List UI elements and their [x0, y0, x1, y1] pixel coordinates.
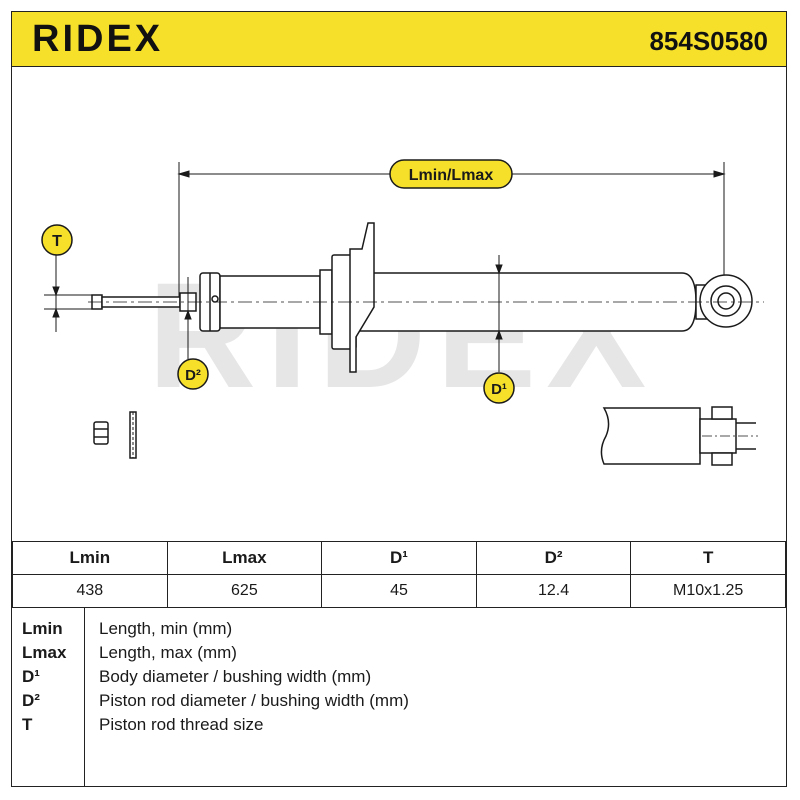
- legend-item: D¹ Body diameter / bushing width (mm): [12, 667, 786, 691]
- header-cell-lmin: Lmin: [12, 541, 168, 575]
- legend-desc: Length, min (mm): [99, 619, 233, 638]
- legend-desc: Piston rod diameter / bushing width (mm): [99, 691, 409, 710]
- rod-diameter-badge: D²: [177, 358, 209, 390]
- legend-key: Lmax: [22, 643, 67, 662]
- nut-icon: [93, 421, 109, 445]
- body-diameter-badge: D¹: [483, 372, 515, 404]
- spec-table: Lmin Lmax D¹ D² T 438 625 45 12.4 M10x1.…: [12, 541, 786, 608]
- brand-logo: RIDEX: [32, 18, 164, 60]
- thread-label: T: [52, 233, 62, 250]
- legend-item: Lmin Length, min (mm): [12, 619, 786, 643]
- detail-view: [600, 406, 758, 466]
- lower-eye-mount: [695, 274, 753, 328]
- value-cell-t: M10x1.25: [630, 574, 786, 608]
- body-diameter-dimension: [495, 255, 503, 372]
- rod-diameter-dimension: [184, 309, 192, 359]
- thread-dimension: [44, 255, 102, 332]
- legend-item: Lmax Length, max (mm): [12, 643, 786, 667]
- header-bar: RIDEX 854S0580: [12, 12, 786, 67]
- spec-table-values: 438 625 45 12.4 M10x1.25: [12, 574, 786, 608]
- legend-desc: Piston rod thread size: [99, 715, 264, 734]
- legend-key: T: [22, 715, 33, 734]
- page-frame: [11, 11, 787, 787]
- legend-desc: Body diameter / bushing width (mm): [99, 667, 372, 686]
- length-label: Lmin/Lmax: [409, 167, 494, 184]
- legend-key: D¹: [22, 667, 40, 686]
- header-cell-t: T: [630, 541, 786, 575]
- header-cell-d1: D¹: [321, 541, 477, 575]
- header-cell-lmax: Lmax: [166, 541, 323, 575]
- value-cell-lmax: 625: [166, 574, 323, 608]
- thread-label-badge: T: [41, 224, 73, 256]
- legend-item: T Piston rod thread size: [12, 715, 786, 739]
- shock-absorber-diagram: RIDEX Lmin/Lmax T: [41, 159, 764, 466]
- rod-diameter-label: D²: [185, 367, 201, 384]
- value-cell-lmin: 438: [12, 574, 168, 608]
- body-diameter-label: D¹: [491, 381, 507, 398]
- length-label-badge: Lmin/Lmax: [389, 159, 513, 189]
- header-cell-d2: D²: [475, 541, 632, 575]
- legend-desc: Length, max (mm): [99, 643, 237, 662]
- part-number: 854S0580: [649, 26, 768, 56]
- value-cell-d2: 12.4: [475, 574, 632, 608]
- legend-key: D²: [22, 691, 40, 710]
- spec-table-header: Lmin Lmax D¹ D² T: [12, 541, 786, 575]
- legend-item: D² Piston rod diameter / bushing width (…: [12, 691, 786, 715]
- legend-key: Lmin: [22, 619, 63, 638]
- washer-icon: [129, 411, 137, 459]
- legend-divider: [84, 607, 85, 787]
- value-cell-d1: 45: [321, 574, 477, 608]
- legend: Lmin Length, min (mm) Lmax Length, max (…: [12, 607, 786, 787]
